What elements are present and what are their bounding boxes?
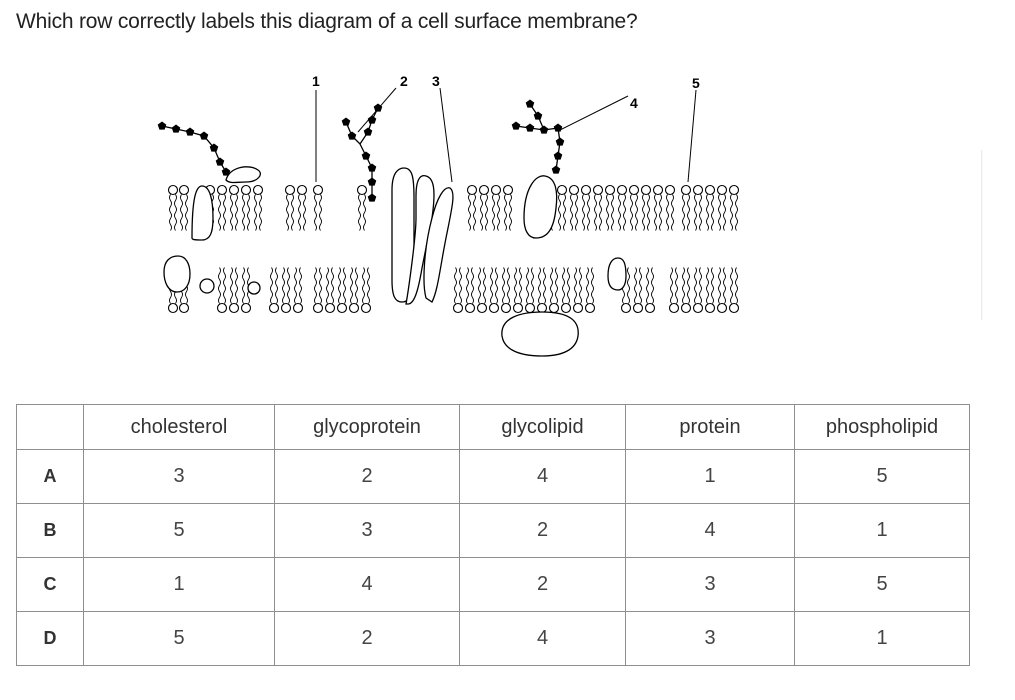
table-cell: 1 [83, 557, 275, 612]
table-cell: 5 [83, 611, 275, 666]
table-cell: 3 [625, 611, 795, 666]
table-cell: 2 [274, 449, 460, 504]
header-protein: protein [625, 404, 795, 450]
label-4: 4 [630, 95, 638, 111]
carbohydrate-chains [161, 103, 561, 198]
row-label: D [16, 611, 84, 666]
table-cell: 2 [274, 611, 460, 666]
table-cell: 4 [459, 611, 626, 666]
scrollbar-edge [981, 150, 983, 320]
table-cell: 1 [794, 611, 970, 666]
membrane-proteins [163, 166, 627, 357]
label-1: 1 [312, 73, 320, 89]
label-lines [315, 87, 697, 183]
header-glycolipid: glycolipid [459, 404, 626, 450]
row-label: C [16, 557, 84, 612]
table-row-a: A 3 2 4 1 5 [16, 449, 970, 504]
table-cell: 4 [459, 449, 626, 504]
header-phospholipid: phospholipid [794, 404, 970, 450]
cell-membrane-diagram: 1 2 3 4 5 [157, 73, 740, 357]
diagram-labels: 1 2 3 4 5 [312, 73, 700, 111]
answer-table: cholesterol glycoprotein glycolipid prot… [16, 404, 970, 666]
table-row-b: B 5 3 2 4 1 [16, 503, 970, 558]
table-cell: 5 [794, 449, 970, 504]
table-cell: 3 [274, 503, 460, 558]
table-cell: 1 [794, 503, 970, 558]
label-2: 2 [400, 73, 408, 89]
table-cell: 3 [83, 449, 275, 504]
table-cell: 3 [625, 557, 795, 612]
header-glycoprotein: glycoprotein [274, 404, 460, 450]
question-text: Which row correctly labels this diagram … [16, 10, 638, 33]
label-5: 5 [692, 75, 700, 91]
table-cell: 2 [459, 503, 626, 558]
label-3: 3 [432, 73, 440, 89]
table-row-c: C 1 4 2 3 5 [16, 557, 970, 612]
corner-cell [16, 404, 84, 450]
header-cholesterol: cholesterol [83, 404, 275, 450]
table-cell: 4 [274, 557, 460, 612]
table-row-d: D 5 2 4 3 1 [16, 611, 970, 666]
table-cell: 5 [794, 557, 970, 612]
table-cell: 5 [83, 503, 275, 558]
table-header-row: cholesterol glycoprotein glycolipid prot… [16, 404, 970, 450]
row-label: A [16, 449, 84, 504]
row-label: B [16, 503, 84, 558]
table-cell: 4 [625, 503, 795, 558]
table-cell: 1 [625, 449, 795, 504]
table-cell: 2 [459, 557, 626, 612]
phospholipid-outer-layer [167, 184, 740, 232]
